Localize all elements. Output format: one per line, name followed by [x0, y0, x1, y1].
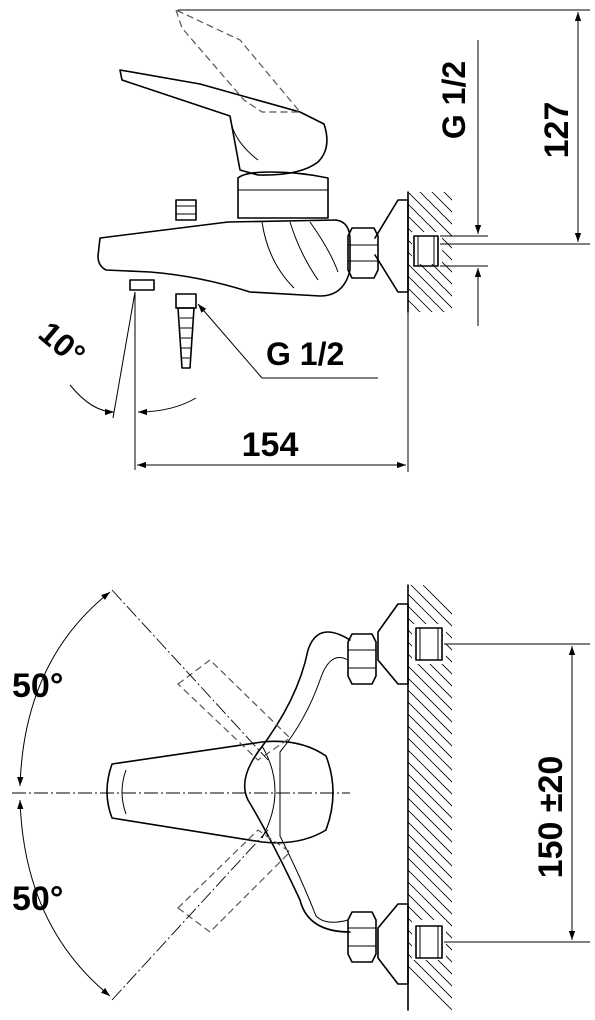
- cartridge-housing: [237, 171, 329, 219]
- dim-connection-thread-label: G 1/2: [436, 61, 472, 139]
- dim-swing-up-label: 50°: [12, 667, 63, 705]
- lever-handle-open-position: [174, 8, 302, 113]
- connection-lower: [347, 903, 443, 985]
- lever-ghost-upper: [177, 659, 291, 761]
- mixer-body-top-inner: [279, 657, 349, 923]
- lever-handle: [119, 69, 328, 176]
- connection-upper: [347, 603, 443, 685]
- swing-arc-upper: [17, 591, 111, 787]
- dim-angle-label: 10°: [32, 314, 92, 373]
- wall-connector: [413, 235, 439, 267]
- lever-top: [106, 740, 334, 844]
- dimension-angle: 10°: [32, 291, 197, 470]
- dimension-length: 154: [137, 312, 409, 472]
- mixer-body-top: [243, 631, 351, 933]
- wall-rosette: [374, 199, 409, 293]
- diverter-knob: [175, 199, 197, 221]
- dimension-connection-thread: G 1/2: [436, 40, 488, 326]
- dim-swing-down-label: 50°: [12, 880, 63, 918]
- dimension-centers: 150 ±20: [444, 643, 590, 943]
- wall-section-bottom: [407, 584, 452, 1011]
- wall-section-top: [407, 191, 452, 313]
- dim-centers-label: 150 ±20: [532, 756, 570, 879]
- dimension-height: 127: [178, 9, 590, 245]
- dim-outlet-thread-label: G 1/2: [266, 336, 344, 372]
- hose-connector: [175, 293, 197, 369]
- lever-ghost-lower: [177, 829, 291, 933]
- side-view: 127 G 1/2 G 1/2 10° 154: [32, 8, 590, 472]
- hex-nut: [347, 227, 379, 279]
- dim-height-label: 127: [538, 102, 576, 159]
- top-view: 50° 50° 150 ±20: [12, 584, 590, 1011]
- swing-arc-lower: [17, 799, 111, 997]
- spout-outlet: [129, 279, 155, 291]
- dimension-outlet-thread: G 1/2: [197, 303, 378, 379]
- dim-length-label: 154: [242, 426, 299, 464]
- mixer-body: [97, 219, 351, 297]
